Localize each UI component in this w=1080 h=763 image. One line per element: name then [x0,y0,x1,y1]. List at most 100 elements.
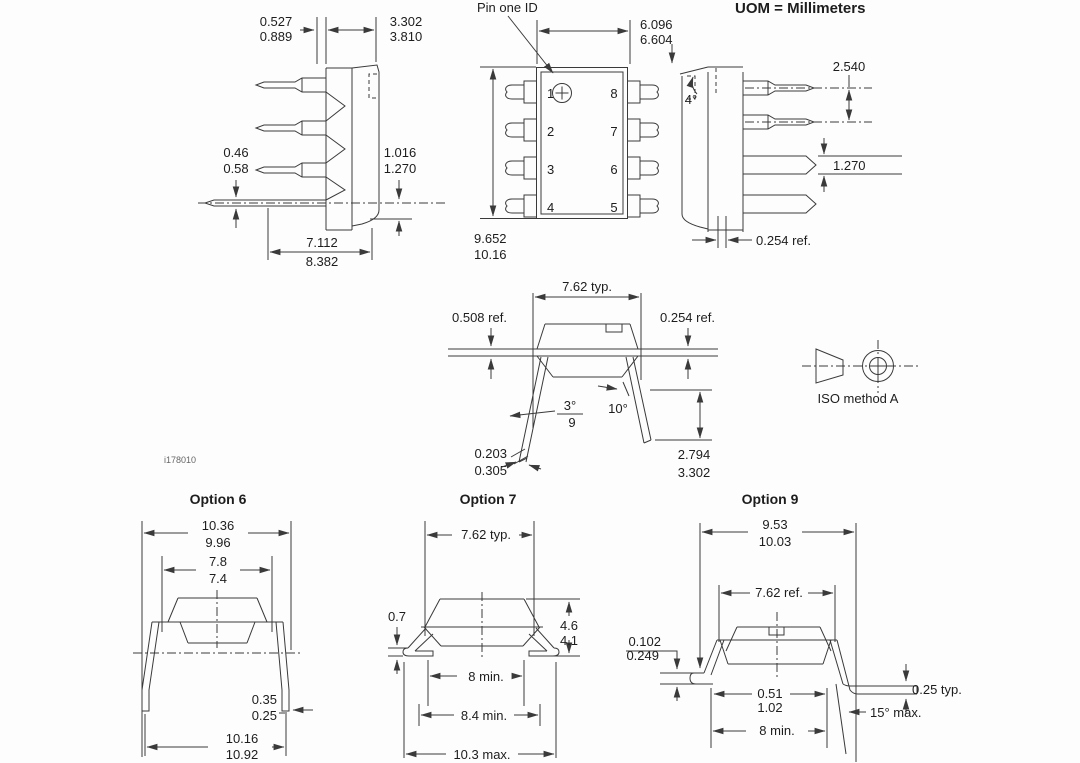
option-9-title: Option 9 [742,491,799,507]
top-view: 1 2 3 4 8 7 6 5 Pin one ID 6.096 6.604 9… [474,0,676,262]
dim-label: 0.58 [223,161,248,176]
dim-label: 1.02 [757,700,782,715]
iso-label: ISO method A [818,391,899,406]
pin-number: 7 [610,124,617,139]
pin-number: 8 [610,86,617,101]
dim-label: 4.6 [560,618,578,633]
lead [141,621,160,712]
dim-label: 3.302 [678,465,711,480]
side-view-right: 4° 2.540 1.270 0.254 ref. [679,59,902,248]
pin-one-id-mark [552,83,572,103]
dim-label: 3.810 [390,29,423,44]
pin-number: 5 [610,200,617,215]
dim-label: 7.4 [209,571,227,586]
dim-label: 10.3 max. [453,747,510,762]
pin-number: 6 [610,162,617,177]
dim-label: 3.302 [390,14,423,29]
dim-label: 6.096 [640,17,673,32]
lead [254,120,326,136]
side-view-left: 0.527 0.889 3.302 3.810 0.46 0.58 1.016 … [198,14,448,269]
dim-label: 10.16 [226,731,259,746]
pin-tabs-left [505,80,536,218]
pin-number: 3 [547,162,554,177]
package-body [545,323,630,333]
lead [689,639,725,685]
dim-label: 0.254 ref. [660,310,715,325]
option-6-view: Option 6 10.36 9.96 7.8 7.4 0.35 0.25 10… [133,491,313,762]
dim-label: 8 min. [468,669,503,684]
dim-label: 0.889 [260,29,293,44]
dim-label: 9.652 [474,231,507,246]
front-view: 7.62 typ. 0.508 ref. 0.254 ref. 3° 9 10°… [448,279,718,480]
dim-label: 2.794 [678,447,711,462]
dim-label: 0.102 [628,634,661,649]
dim-label: 15° max. [870,705,921,720]
dim-label: 9.53 [762,517,787,532]
lead [625,356,652,444]
lead [254,77,326,93]
dim-label: 0.203 [474,446,507,461]
dim-label: 7.62 typ. [461,527,511,542]
dim-label: 0.7 [388,609,406,624]
dim-label: 8.4 min. [461,708,507,723]
dim-label: 10.36 [202,518,235,533]
option-6-title: Option 6 [190,491,247,507]
pin-tabs-right [628,80,659,218]
dim-label: 10.03 [759,534,792,549]
dim-label: 1.016 [384,145,417,160]
figure-id: i178010 [164,455,196,465]
dim-label: 4° [685,92,697,107]
dim-label: 10.92 [226,747,259,762]
dim-label: 0.35 [252,692,277,707]
lead [275,621,290,712]
dim-label: 8.382 [306,254,339,269]
lead [829,639,918,695]
dim-label: 0.25 [252,708,277,723]
lead [518,356,549,463]
pin-number: 2 [547,124,554,139]
lead [743,194,817,214]
option-7-title: Option 7 [460,491,517,507]
dim-label: 0.25 typ. [912,682,962,697]
lead [743,155,817,175]
dim-label: 7.62 ref. [755,585,803,600]
dim-label: 0.51 [757,686,782,701]
uom-title: UOM = Millimeters [735,0,865,17]
dim-label: 3° [564,398,576,413]
dim-label: 7.112 [306,235,338,250]
pin-number: 4 [547,200,554,215]
lead [402,627,434,657]
dim-label: 4.1 [560,633,578,648]
dim-label: 0.46 [223,145,248,160]
dim-label: 0.249 [626,648,659,663]
dim-label: 10.16 [474,247,507,262]
dim-label: 9.96 [205,535,230,550]
dim-label: 1.270 [384,161,417,176]
option-9-view: Option 9 9.53 10.03 7.62 ref. 0.102 0.24… [626,491,962,762]
package-body [536,67,628,219]
dim-label: 7.8 [209,554,227,569]
dim-label: 0.508 ref. [452,310,507,325]
dim-label: 9 [568,415,575,430]
dim-label: 0.527 [260,14,293,29]
dim-label: 0.254 ref. [756,233,811,248]
dim-label: 6.604 [640,32,673,47]
projection-circle-icon [862,350,894,382]
dim-label: 2.540 [833,59,866,74]
body-notch-dashed [368,73,377,99]
dim-label: 8 min. [759,723,794,738]
dim-label: 0.305 [474,463,507,478]
pin-number: 1 [547,86,554,101]
cone-icon [815,348,844,384]
pin-one-leader [507,15,554,74]
package-body [325,67,353,231]
option-7-view: Option 7 7.62 typ. 0.7 4.6 4.1 8 min. [388,491,580,762]
dim-label: 1.270 [833,158,866,173]
dim-label: 7.62 typ. [562,279,612,294]
dim-label: 10° [608,401,628,416]
pin-one-label: Pin one ID [477,0,538,15]
lead [254,162,326,178]
iso-projection-symbol: ISO method A [802,340,918,406]
